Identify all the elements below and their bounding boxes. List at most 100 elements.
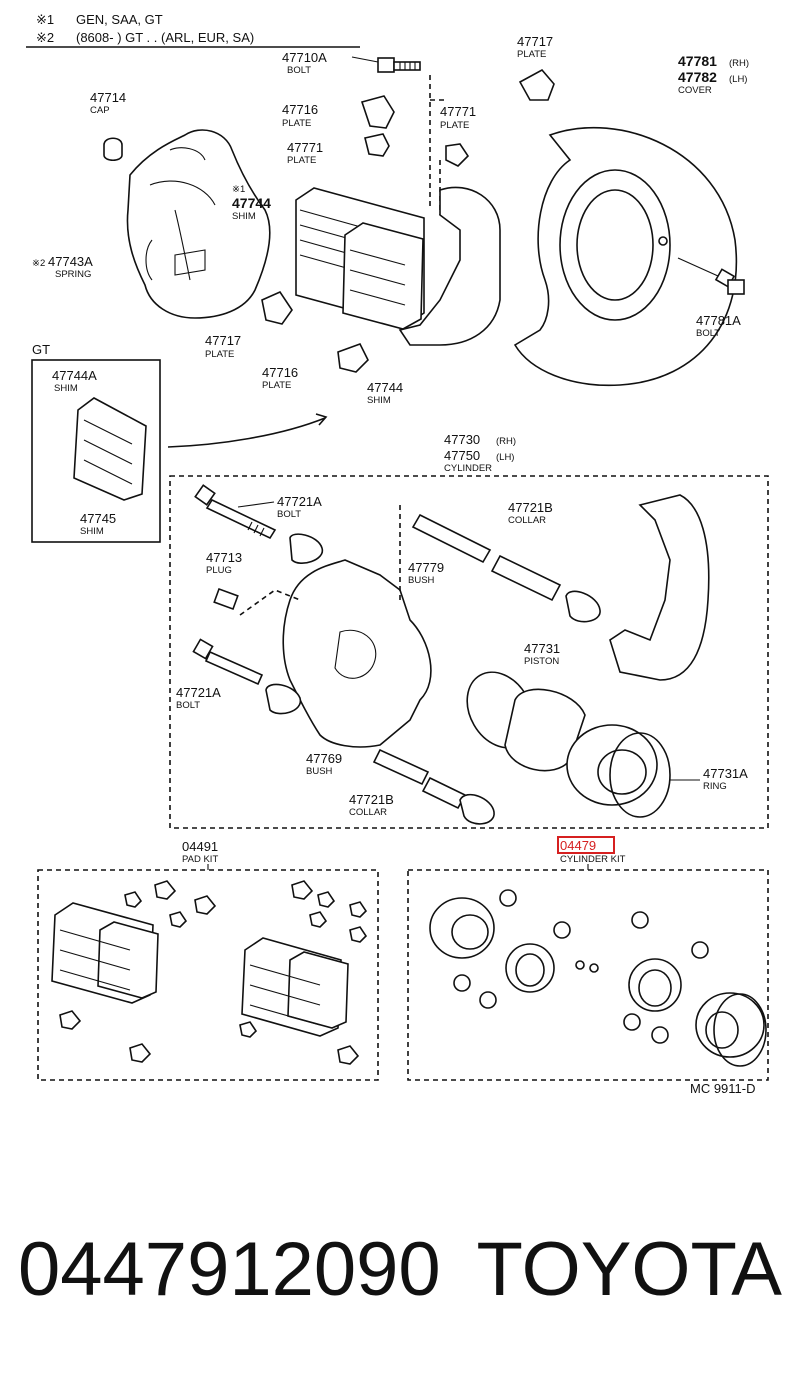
label-47710A-name: BOLT: [287, 65, 311, 76]
note-2-mark: ※2: [36, 30, 54, 45]
label-47743A-mark: ※2: [32, 258, 45, 269]
label-47745-name: SHIM: [80, 526, 104, 537]
label-47717b-num: 47717: [205, 333, 241, 348]
label-47781A-num: 47781A: [696, 313, 741, 328]
plate-47771-upper: [364, 133, 390, 157]
cylinder-kit-highlight-box: [557, 836, 615, 854]
spring-47743A: [145, 239, 153, 281]
cylinder-section: 47730 (RH) 47750 (LH) CYLINDER 47721A BO…: [169, 432, 769, 829]
boot-right: [565, 590, 601, 623]
label-04479-num: 04479: [560, 838, 596, 853]
cylinder-contour: [334, 629, 377, 679]
footer: 0447912090 TOYOTA: [0, 1215, 800, 1335]
label-47782-name: COVER: [678, 85, 712, 96]
label-47771-num: 47771: [287, 140, 323, 155]
label-47744a-mark: ※1: [232, 184, 245, 195]
bolt-47710A: [377, 57, 421, 73]
leader-47781A: [677, 257, 719, 277]
header-notes: ※1 GEN, SAA, GT ※2 (8608- ) GT . . (ARL,…: [26, 12, 360, 48]
footer-brand: TOYOTA: [476, 1227, 782, 1312]
note-1-text: GEN, SAA, GT: [76, 12, 163, 27]
top-labels: 47710A BOLT 47714 CAP 47716 PLATE 47771 …: [32, 34, 749, 406]
label-47750-sub: (LH): [496, 452, 514, 463]
label-47721Bb-name: COLLAR: [349, 807, 387, 818]
label-47713-num: 47713: [206, 550, 242, 565]
pad-kit-pads-left: [51, 902, 159, 1004]
label-47782-sub: (LH): [729, 74, 747, 85]
cylinder-kit-parts: [429, 889, 767, 1067]
label-47779-num: 47779: [408, 560, 444, 575]
label-47730-num: 47730: [444, 432, 480, 447]
label-47714-name: CAP: [90, 105, 110, 116]
gt-shim-pad: [73, 397, 147, 501]
pad-kit-plates: [59, 880, 368, 1065]
label-47743A-num: 47743A: [48, 254, 93, 269]
plug-47713: [213, 587, 239, 611]
leader-47721Aa: [237, 501, 275, 508]
cap-47714: [103, 137, 123, 162]
gt-arrow-head: [315, 413, 328, 426]
label-47744a-name: SHIM: [232, 211, 256, 222]
label-47721Ba-num: 47721B: [508, 500, 553, 515]
gt-inset: GT 47744A SHIM 47745 SHIM: [31, 342, 161, 543]
cylinder-body: [282, 559, 432, 748]
label-47716a-num: 47716: [282, 102, 318, 117]
label-47769-name: BUSH: [306, 766, 333, 777]
cylinder-kit-box: [407, 869, 769, 1081]
note-1-mark: ※1: [36, 12, 54, 27]
leader-47710A: [351, 56, 379, 63]
label-47731A-name: RING: [703, 781, 727, 792]
plate-47716-lower: [337, 343, 369, 373]
plate-47717-lower: [261, 290, 293, 325]
cylinder-box: [169, 475, 769, 829]
gt-arrow: [167, 417, 326, 448]
label-47781A-name: BOLT: [696, 328, 720, 339]
piston-boot-inner: [597, 749, 647, 795]
label-04491-name: PAD KIT: [182, 854, 218, 865]
boot-upper: [289, 533, 323, 564]
pad-kit-pads-right: [241, 937, 349, 1037]
caliper-mount: [398, 186, 501, 346]
label-47743A-name: SPRING: [55, 269, 91, 280]
footer-part-number: 0447912090: [18, 1227, 441, 1312]
label-47750-name: CYLINDER: [444, 463, 492, 474]
brake-caliper-parts-diagram: ※1 GEN, SAA, GT ※2 (8608- ) GT . . (ARL,…: [26, 12, 769, 1096]
label-47714-num: 47714: [90, 90, 126, 105]
label-47731-num: 47731: [524, 641, 560, 656]
label-04479-name: CYLINDER KIT: [560, 854, 626, 865]
label-47731A-num: 47731A: [703, 766, 748, 781]
label-47717a-name: PLATE: [517, 49, 546, 60]
label-47771-name: PLATE: [287, 155, 316, 166]
label-47717b-name: PLATE: [205, 349, 234, 360]
gt-shim-lines: [83, 419, 133, 485]
label-47744A-name: SHIM: [54, 383, 78, 394]
label-47744b-num: 47744: [367, 380, 403, 395]
collar-47721B-lower: [421, 776, 467, 810]
bush-47769: [372, 748, 430, 786]
label-47781-sub: (RH): [729, 58, 749, 69]
collar-47721B-upper: [490, 554, 562, 602]
label-47721Aa-num: 47721A: [277, 494, 322, 509]
label-47745-num: 47745: [80, 511, 116, 526]
top-illustration: [103, 56, 745, 448]
plate-47716-upper: [360, 95, 395, 129]
bolt-47721A-lower: [192, 638, 264, 686]
piston-47731: [504, 688, 586, 772]
label-47744a-num: 47744: [232, 195, 271, 211]
bolt-47781A: [714, 268, 745, 295]
bolt-47721A-upper: [194, 484, 277, 540]
label-47713-name: PLUG: [206, 565, 232, 576]
label-47781-num: 47781: [678, 53, 717, 69]
label-47717a-num: 47717: [517, 34, 553, 49]
label-47721Ab-num: 47721A: [176, 685, 221, 700]
diagram-code: MC 9911-D: [690, 1081, 756, 1096]
label-47730-sub: (RH): [496, 436, 516, 447]
label-47716b-num: 47716: [262, 365, 298, 380]
label-47744b-name: SHIM: [367, 395, 391, 406]
mount-bracket-right: [609, 494, 710, 681]
note-2-text: (8608- ) GT . . (ARL, EUR, SA): [76, 30, 254, 45]
label-47721Ab-name: BOLT: [176, 700, 200, 711]
caliper-slot: [174, 249, 206, 276]
boot-lower: [265, 683, 301, 715]
plate-47771-right: [445, 143, 470, 167]
